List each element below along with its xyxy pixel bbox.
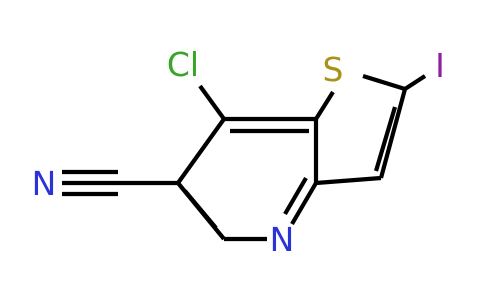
bonds (62, 73, 427, 242)
bond-c7a-s (314, 90, 335, 121)
bond-c5-c6-inner (183, 189, 218, 230)
atom-labels: Cl S I N N (32, 45, 445, 259)
bond-c3a-n-inner (283, 176, 308, 216)
atom-nitrogen-ring: N (270, 220, 295, 259)
bond-c3a-n (290, 181, 318, 226)
bond-c7-c6 (176, 117, 226, 185)
bond-c2-c3-inner (373, 106, 398, 172)
bond-c2-i (403, 74, 427, 91)
atom-sulfur: S (323, 50, 344, 89)
bond-c3-c3a (315, 175, 382, 186)
bond-s-c2 (362, 73, 406, 92)
bond-c2-c3 (378, 88, 408, 179)
bond-cl-c7 (198, 84, 226, 121)
atom-chlorine: Cl (167, 45, 199, 84)
atom-iodine: I (435, 46, 445, 85)
atom-nitrogen-nitrile: N (32, 164, 57, 203)
